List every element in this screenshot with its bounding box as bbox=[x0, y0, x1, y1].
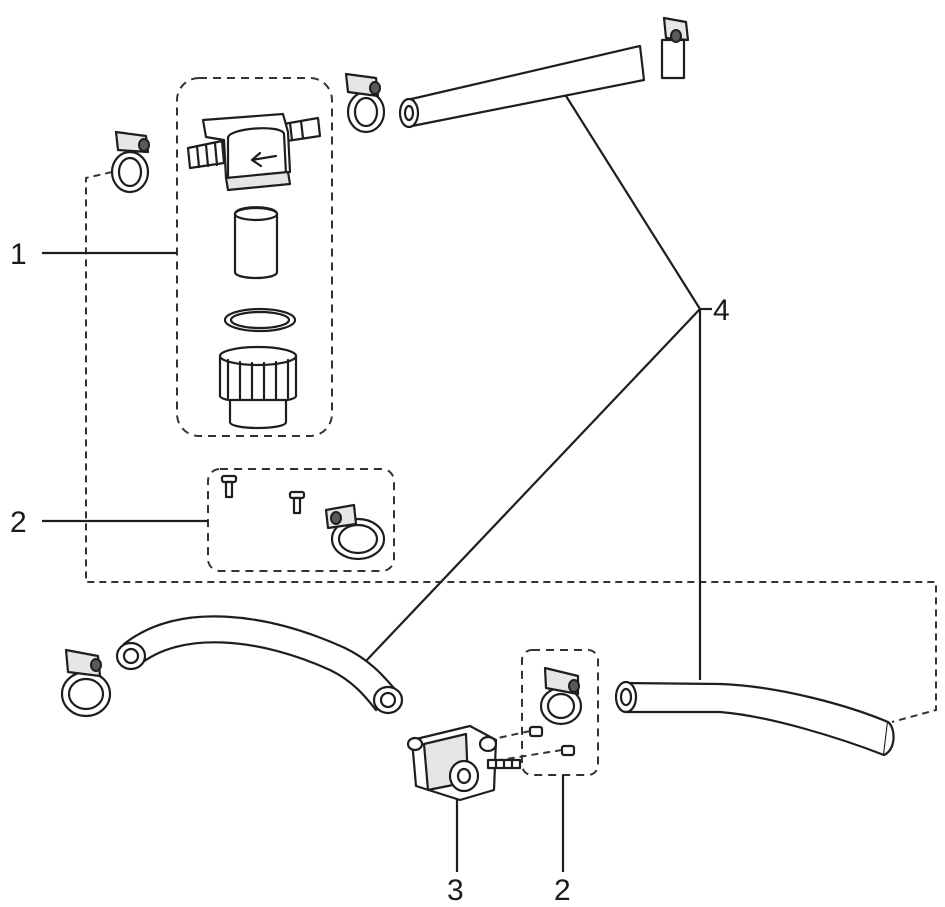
filter-cartridge bbox=[233, 206, 279, 280]
group-box-fastener-kit-bottom bbox=[521, 649, 599, 776]
o-ring bbox=[223, 307, 297, 333]
hose-clamp-top-left bbox=[110, 130, 150, 194]
callout-4: 4 bbox=[713, 294, 730, 327]
hose-clamp-top-center bbox=[344, 72, 386, 134]
callout-3: 3 bbox=[447, 874, 464, 907]
hose-bottom-left bbox=[115, 615, 404, 715]
screw-kit-b bbox=[288, 490, 306, 515]
hose-clamp-bottom-left bbox=[60, 648, 112, 718]
callout-2-left: 2 bbox=[10, 506, 27, 539]
screw-pump-a bbox=[497, 725, 544, 739]
pump bbox=[406, 724, 522, 802]
screw-pump-b bbox=[499, 744, 576, 761]
screw-kit-a bbox=[220, 474, 238, 499]
leader-lines bbox=[42, 87, 712, 872]
callout-2-bottom: 2 bbox=[554, 874, 571, 907]
hose-bottom-right bbox=[614, 680, 895, 757]
filter-bowl bbox=[218, 345, 298, 430]
hose-clamp-pump bbox=[539, 666, 583, 726]
filter-head bbox=[186, 112, 322, 192]
hose-top bbox=[398, 44, 646, 129]
group-box-filter-assembly bbox=[176, 77, 333, 437]
dashed-routing-path bbox=[85, 171, 937, 723]
hose-clamp-top-right bbox=[660, 16, 690, 80]
hose-clamp-kit bbox=[324, 503, 386, 561]
callout-1: 1 bbox=[10, 238, 27, 271]
